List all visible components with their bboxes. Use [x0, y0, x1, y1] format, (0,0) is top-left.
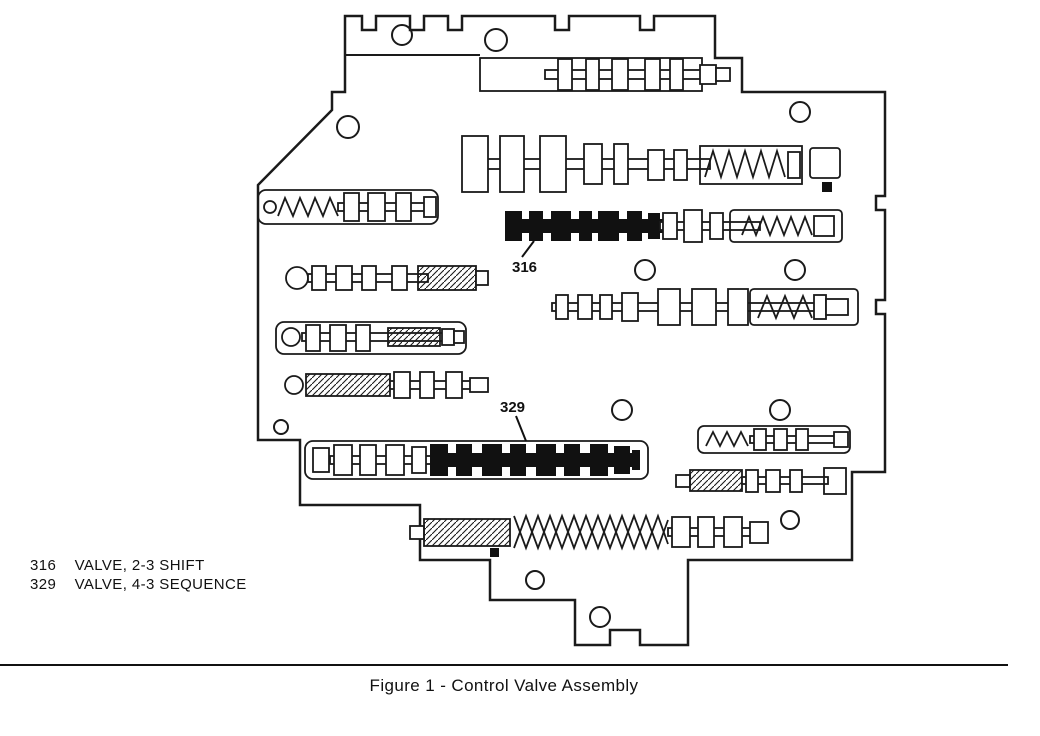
bolt-square [490, 548, 499, 557]
valve-body-outline [256, 14, 887, 647]
callout-316: 316 [512, 259, 537, 276]
bolt-hole [336, 115, 360, 139]
bolt-hole [484, 28, 508, 52]
valve-train-left-1 [257, 189, 439, 225]
leader-line-329 [515, 415, 527, 442]
bolt-hole [634, 259, 656, 281]
legend-ref-329: 329 [30, 576, 57, 593]
bolt-hole [784, 259, 806, 281]
parts-legend: 316 VALVE, 2-3 SHIFT 329 VALVE, 4-3 SEQU… [30, 556, 247, 594]
valve-316-highlighted [505, 211, 663, 241]
callout-329: 329 [500, 399, 525, 416]
figure-caption: Figure 1 - Control Valve Assembly [369, 676, 639, 695]
bolt-square [822, 182, 832, 192]
valve-train-right-of-316 [659, 209, 843, 243]
valve-train-right-small-2 [675, 467, 847, 495]
bolt-hole [789, 101, 811, 123]
legend-label-329: VALVE, 4-3 SEQUENCE [74, 576, 247, 593]
valve-train-left-4 [284, 371, 489, 399]
valve-train-bottom [409, 513, 769, 551]
valve-train-middle-right [551, 288, 859, 326]
bolt-hole [611, 399, 633, 421]
legend-row-329: 329 VALVE, 4-3 SEQUENCE [30, 575, 247, 594]
bolt-hole [391, 24, 413, 46]
legend-label-316: VALVE, 2-3 SHIFT [74, 557, 205, 574]
leader-line-316 [521, 240, 535, 258]
bolt-hole [769, 399, 791, 421]
legend-ref-316: 316 [30, 557, 57, 574]
valve-train-top [479, 57, 731, 92]
valve-329-highlighted [430, 444, 640, 476]
bolt-holes [273, 24, 811, 628]
caption-divider [0, 664, 1008, 666]
bolt-hole [780, 510, 800, 530]
valve-train-upper-right [461, 135, 841, 193]
valve-train-left-3 [275, 321, 467, 355]
bolt-hole [273, 419, 289, 435]
valve-train-left-2 [285, 265, 489, 291]
bolt-hole [525, 570, 545, 590]
legend-row-316: 316 VALVE, 2-3 SHIFT [30, 556, 247, 575]
bolt-hole [589, 606, 611, 628]
valve-train-right-small-1 [697, 425, 851, 454]
